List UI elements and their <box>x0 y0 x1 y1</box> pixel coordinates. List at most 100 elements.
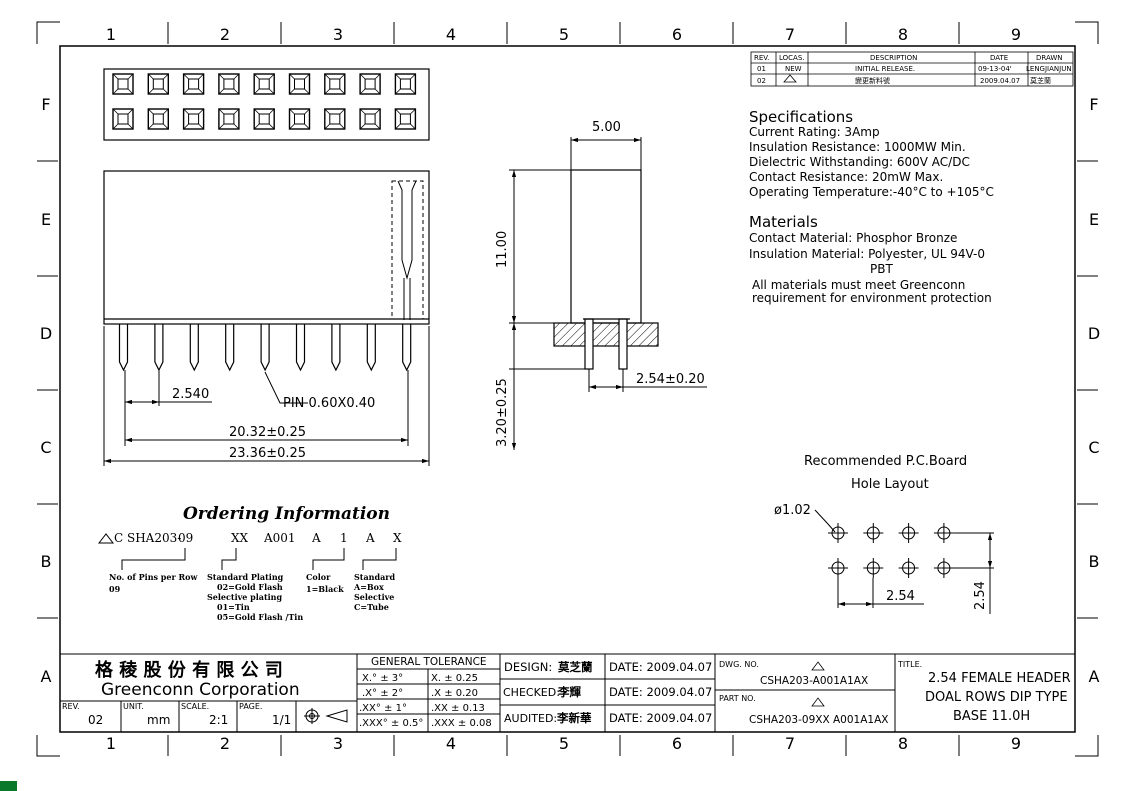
svg-text:Operating Temperature:-40°C to: Operating Temperature:-40°C to +105°C <box>749 185 994 199</box>
svg-text:NEW: NEW <box>785 65 802 73</box>
dim-pin: PIN 0.60X0.40 <box>283 396 375 411</box>
svg-text:LENGJIANJUN: LENGJIANJUN <box>1026 65 1072 73</box>
svg-text:A: A <box>365 531 375 545</box>
svg-text:INITIAL RELEASE.: INITIAL RELEASE. <box>855 65 915 73</box>
pin-tail <box>402 324 412 372</box>
svg-text:DESIGN:: DESIGN: <box>504 660 552 674</box>
pin-tail <box>225 324 235 372</box>
materials-title: Materials <box>749 213 818 231</box>
svg-text:02=Gold Flash: 02=Gold Flash <box>217 582 283 592</box>
col-label: 6 <box>672 25 682 44</box>
projection-icon <box>304 708 348 724</box>
svg-text:Recommended P.C.Board: Recommended P.C.Board <box>804 454 967 469</box>
pin-cavity <box>394 108 417 130</box>
zone-ticks <box>37 22 1098 756</box>
pin-cavity <box>324 73 346 95</box>
pin-tail <box>154 324 164 372</box>
svg-text:CHECKED:: CHECKED: <box>503 686 560 699</box>
svg-text:DATE: 2009.04.07: DATE: 2009.04.07 <box>609 685 712 699</box>
row-label: F <box>41 95 50 114</box>
svg-text:TITLE.: TITLE. <box>897 660 922 669</box>
pin-cavity <box>324 108 346 130</box>
revision-delta-icon <box>783 74 797 83</box>
col-label: 4 <box>446 25 456 44</box>
svg-text:PART NO.: PART NO. <box>719 694 756 703</box>
col-label: 6 <box>672 734 682 753</box>
col-label: 5 <box>559 25 569 44</box>
pcb-holes <box>828 523 954 578</box>
svg-text:1/1: 1/1 <box>272 713 291 727</box>
svg-text:02: 02 <box>88 713 103 727</box>
svg-text:Insulation Resistance: 1000MW: Insulation Resistance: 1000MW Min. <box>749 140 966 154</box>
col-label: 9 <box>1011 734 1021 753</box>
col-label: 5 <box>559 734 569 753</box>
pcb-hole <box>863 558 884 578</box>
svg-text:變更新料號: 變更新料號 <box>855 76 890 85</box>
svg-text:mm: mm <box>147 713 170 727</box>
pin-cavity <box>112 73 134 95</box>
specifications: Specifications Current Rating: 3Amp Insu… <box>749 108 994 305</box>
ordering-title: Ordering Information <box>183 504 390 524</box>
top-view <box>103 68 430 141</box>
svg-text:CSHA203-A001A1AX: CSHA203-A001A1AX <box>760 675 868 687</box>
svg-text:Hole Layout: Hole Layout <box>851 477 929 492</box>
svg-text:09-13-04': 09-13-04' <box>978 65 1012 73</box>
col-label: 7 <box>785 734 795 753</box>
svg-text:Standard: Standard <box>354 572 395 582</box>
title-block-lines <box>60 653 1075 732</box>
delta-icon <box>97 533 115 544</box>
ordering-notes: No. of Pins per Row 09 Standard Plating … <box>109 572 395 622</box>
pin-cavity <box>182 73 205 95</box>
svg-text:X.° ± 3°: X.° ± 3° <box>362 673 403 684</box>
pin-cavity <box>182 108 205 130</box>
svg-text:09: 09 <box>109 584 121 594</box>
dim-height: 11.00 <box>495 231 510 268</box>
svg-text:.XX° ± 1°: .XX° ± 1° <box>359 703 407 714</box>
svg-text:Color: Color <box>306 572 331 582</box>
dim-pcb-y: 2.54 <box>973 581 988 610</box>
pin-tail <box>118 324 129 372</box>
row-label: C <box>40 438 51 457</box>
row-label: F <box>1089 95 1098 114</box>
svg-text:Current Rating: 3Amp: Current Rating: 3Amp <box>749 125 880 139</box>
row-label: C <box>1088 438 1099 457</box>
pin-tail <box>260 324 270 372</box>
svg-text:1=Black: 1=Black <box>306 584 344 594</box>
svg-text:.XXX° ± 0.5°: .XXX° ± 0.5° <box>359 718 423 729</box>
pcb-hole <box>828 558 848 578</box>
svg-text:莫芝蘭: 莫芝蘭 <box>1030 76 1051 85</box>
svg-text:C SHA203-: C SHA203- <box>114 531 181 545</box>
svg-text:BASE 11.0H: BASE 11.0H <box>953 709 1030 724</box>
row-label: E <box>1089 210 1099 229</box>
pin-cavity <box>253 73 275 95</box>
ordering-code: C SHA203- 09 XX A001 A 1 A X <box>114 531 402 545</box>
dim-width: 5.00 <box>592 120 621 135</box>
pcb-dimensions <box>814 509 994 614</box>
svg-text:.X ± 0.20: .X ± 0.20 <box>431 688 478 699</box>
revision-text: REV. LOCAS. DESCRIPTION DATE DRAWN 01 NE… <box>754 54 1072 85</box>
svg-text:All materials must meet Greenc: All materials must meet Greenconn <box>752 278 965 292</box>
svg-text:2009.04.07: 2009.04.07 <box>980 77 1020 85</box>
svg-text:09: 09 <box>178 531 193 545</box>
pin-cavity <box>112 108 134 130</box>
svg-text:PAGE.: PAGE. <box>239 702 262 711</box>
dim-row-pitch: 2.54±0.20 <box>636 372 705 387</box>
row-label: A <box>1089 667 1100 686</box>
pcb-hole <box>898 558 919 578</box>
revision-table <box>750 51 1074 87</box>
side-view <box>553 169 659 370</box>
svg-text:XX: XX <box>231 531 249 545</box>
pcb-hole <box>933 523 954 543</box>
dim-overall: 23.36±0.25 <box>229 446 306 461</box>
svg-text:A: A <box>311 531 321 545</box>
svg-text:AUDITED:: AUDITED: <box>504 712 557 725</box>
svg-text:.X° ± 2°: .X° ± 2° <box>362 688 403 699</box>
svg-text:LOCAS.: LOCAS. <box>779 54 805 62</box>
svg-text:.XXX ± 0.08: .XXX ± 0.08 <box>431 718 492 729</box>
dim-span: 20.32±0.25 <box>229 425 306 440</box>
pcb-hole <box>933 558 954 578</box>
pin-cavity <box>288 73 311 95</box>
svg-text:SCALE.: SCALE. <box>181 702 209 711</box>
col-label: 7 <box>785 25 795 44</box>
